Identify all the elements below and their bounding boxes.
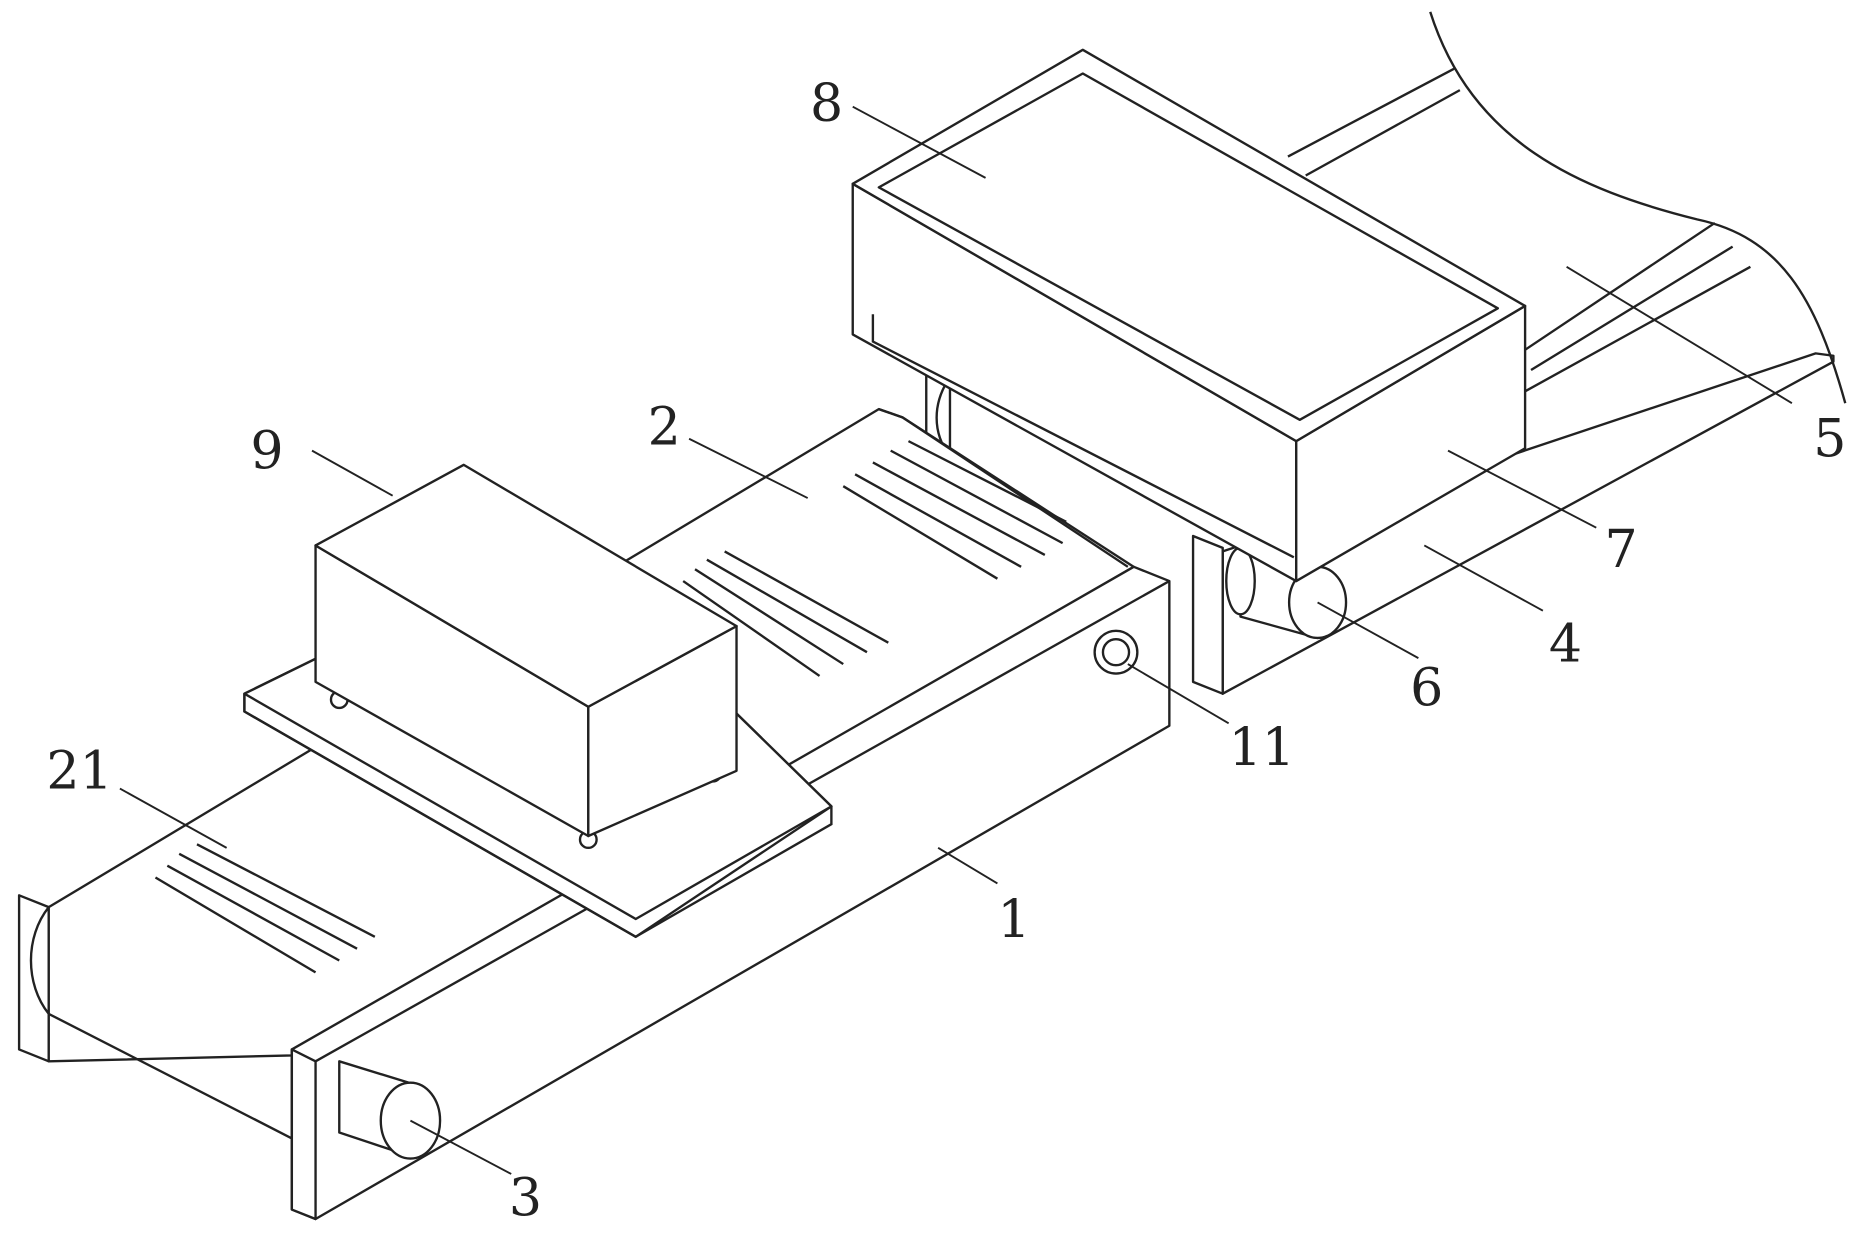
- label-21: 21: [46, 742, 112, 802]
- label-2: 2: [648, 398, 681, 458]
- sensor: [1095, 631, 1138, 674]
- label-4: 4: [1549, 615, 1582, 675]
- label-6: 6: [1410, 659, 1443, 719]
- label-1: 1: [997, 890, 1030, 950]
- label-11: 11: [1229, 718, 1295, 778]
- label-7: 7: [1605, 520, 1638, 580]
- label-8: 8: [810, 74, 843, 134]
- label-9: 9: [250, 421, 283, 481]
- label-5: 5: [1813, 410, 1846, 470]
- label-3: 3: [509, 1168, 542, 1228]
